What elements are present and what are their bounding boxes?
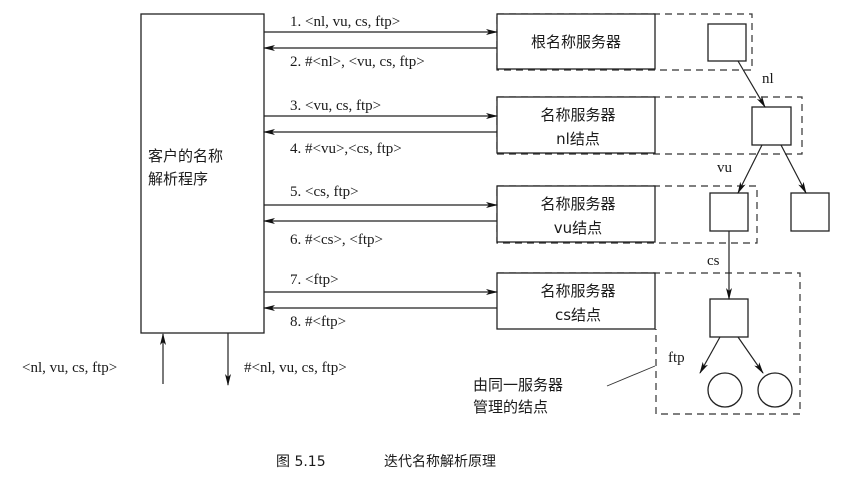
message-label-1: 1. <nl, vu, cs, ftp> — [290, 14, 400, 30]
edge-label-ftp: ftp — [668, 350, 685, 366]
tree-leaf-2 — [757, 372, 793, 408]
message-label-2: 2. #<nl>, <vu, cs, ftp> — [290, 54, 425, 70]
vu-server-label-line2: vu结点 — [554, 219, 602, 237]
vu-server-box — [496, 185, 656, 243]
client-label-line2: 解析程序 — [148, 170, 208, 188]
client-resolver: 客户的名称 解析程序 — [140, 13, 265, 334]
root-server-box — [496, 13, 656, 70]
figure-number: 图 5.15 — [276, 454, 326, 470]
cs-server-box — [496, 272, 656, 330]
message-label-3: 3. <vu, cs, ftp> — [290, 98, 381, 114]
figure-title: 迭代名称解析原理 — [384, 454, 496, 470]
annotation-line1: 由同一服务器 — [473, 376, 563, 394]
edge-nl-vu — [737, 144, 763, 194]
client-resolver-box — [140, 13, 265, 334]
nl-server-label-line2: nl结点 — [556, 130, 600, 148]
message-label-7: 7. <ftp> — [290, 272, 339, 288]
server-vu: 名称服务器 vu结点 — [496, 185, 656, 243]
message-label-6: 6. #<cs>, <ftp> — [290, 232, 383, 248]
edge-label-cs: cs — [707, 253, 720, 269]
nl-server-label-line1: 名称服务器 — [540, 106, 615, 124]
cs-zone-boundary — [497, 272, 801, 415]
tree-node-root — [707, 23, 747, 62]
root-server-label: 根名称服务器 — [531, 33, 621, 51]
edge-label-nl: nl — [762, 71, 774, 87]
edge-label-vu: vu — [717, 160, 733, 176]
server-nl: 名称服务器 nl结点 — [496, 96, 656, 154]
edge-cs-leaf1 — [699, 336, 721, 374]
edge-nl-other — [780, 144, 807, 194]
edge-root-nl — [737, 60, 766, 108]
cs-server-label-line2: cs结点 — [555, 306, 601, 324]
name-tree: nl vu cs ftp — [668, 23, 830, 408]
message-label-4: 4. #<vu>,<cs, ftp> — [290, 141, 402, 157]
client-label-line1: 客户的名称 — [148, 147, 223, 165]
tree-node-cs — [709, 298, 749, 338]
tree-node-vu — [709, 192, 749, 232]
tree-node-other — [790, 192, 830, 232]
message-label-5: 5. <cs, ftp> — [290, 184, 359, 200]
annotation-leader-line — [606, 365, 656, 387]
annotation-line2: 管理的结点 — [473, 398, 548, 416]
vu-server-label-line1: 名称服务器 — [540, 195, 615, 213]
server-cs: 名称服务器 cs结点 — [496, 272, 656, 330]
nl-server-box — [496, 96, 656, 154]
cs-server-label-line1: 名称服务器 — [540, 282, 615, 300]
message-label-8: 8. #<ftp> — [290, 314, 346, 330]
tree-node-nl — [751, 106, 792, 146]
output-label: #<nl, vu, cs, ftp> — [244, 360, 347, 376]
tree-leaf-1 — [707, 372, 743, 408]
edge-cs-leaf2 — [737, 336, 764, 374]
input-label: <nl, vu, cs, ftp> — [22, 360, 117, 376]
server-root: 根名称服务器 — [496, 13, 656, 70]
